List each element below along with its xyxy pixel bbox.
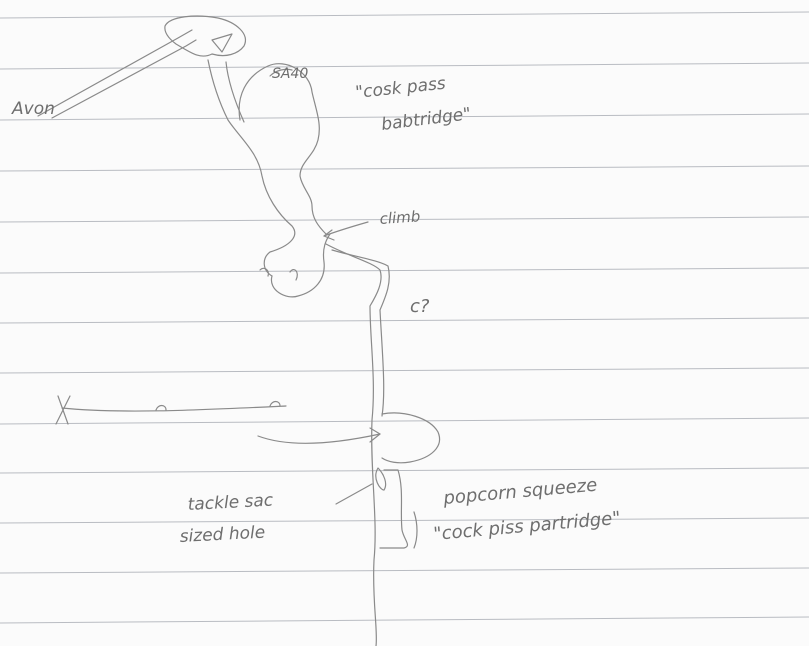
pointing-arrow (257, 433, 381, 444)
passage-wall-left (325, 243, 382, 646)
hole-leader (335, 483, 373, 505)
avon-leader-line (51, 39, 197, 119)
label-c-question: c? (410, 296, 430, 317)
climb-bulb (270, 233, 331, 298)
squeeze-bracket (413, 511, 418, 549)
label-cosk-pass: "cosk pass (354, 74, 446, 103)
label-tackle-sac: tackle sac (187, 491, 274, 515)
label-sized-hole: sized hole (179, 523, 265, 547)
small-loop-mark (155, 404, 167, 411)
label-popcorn-squeeze: popcorn squeeze (442, 475, 598, 509)
climb-arrow (323, 221, 369, 237)
squiggle-mark (259, 267, 298, 281)
label-babtridge: babtridge" (380, 104, 472, 135)
hole-outline (375, 467, 387, 491)
lower-chamber (381, 412, 441, 464)
small-loop-mark (269, 400, 281, 407)
label-cock-piss-partridge: "cock piss partridge" (433, 508, 622, 545)
horizontal-line (61, 405, 287, 412)
label-sa40: SA40 (272, 66, 308, 82)
popcorn-squeeze (379, 469, 409, 549)
entrance-outline (164, 15, 246, 57)
climb-arrow-head (323, 229, 335, 241)
avon-leader-line (37, 29, 193, 117)
ruled-lines (0, 11, 809, 624)
entrance-arrow-mark (211, 33, 233, 53)
label-climb: climb (379, 207, 421, 228)
chamber-inner (269, 68, 293, 77)
chamber-outline (238, 63, 327, 235)
label-avon: Avon (11, 99, 55, 119)
passage-left-wall (207, 59, 296, 277)
x-mark (55, 395, 71, 425)
passage-wall-right (331, 249, 390, 417)
passage-right-wall (225, 61, 245, 123)
pointing-arrow-head (369, 427, 381, 443)
